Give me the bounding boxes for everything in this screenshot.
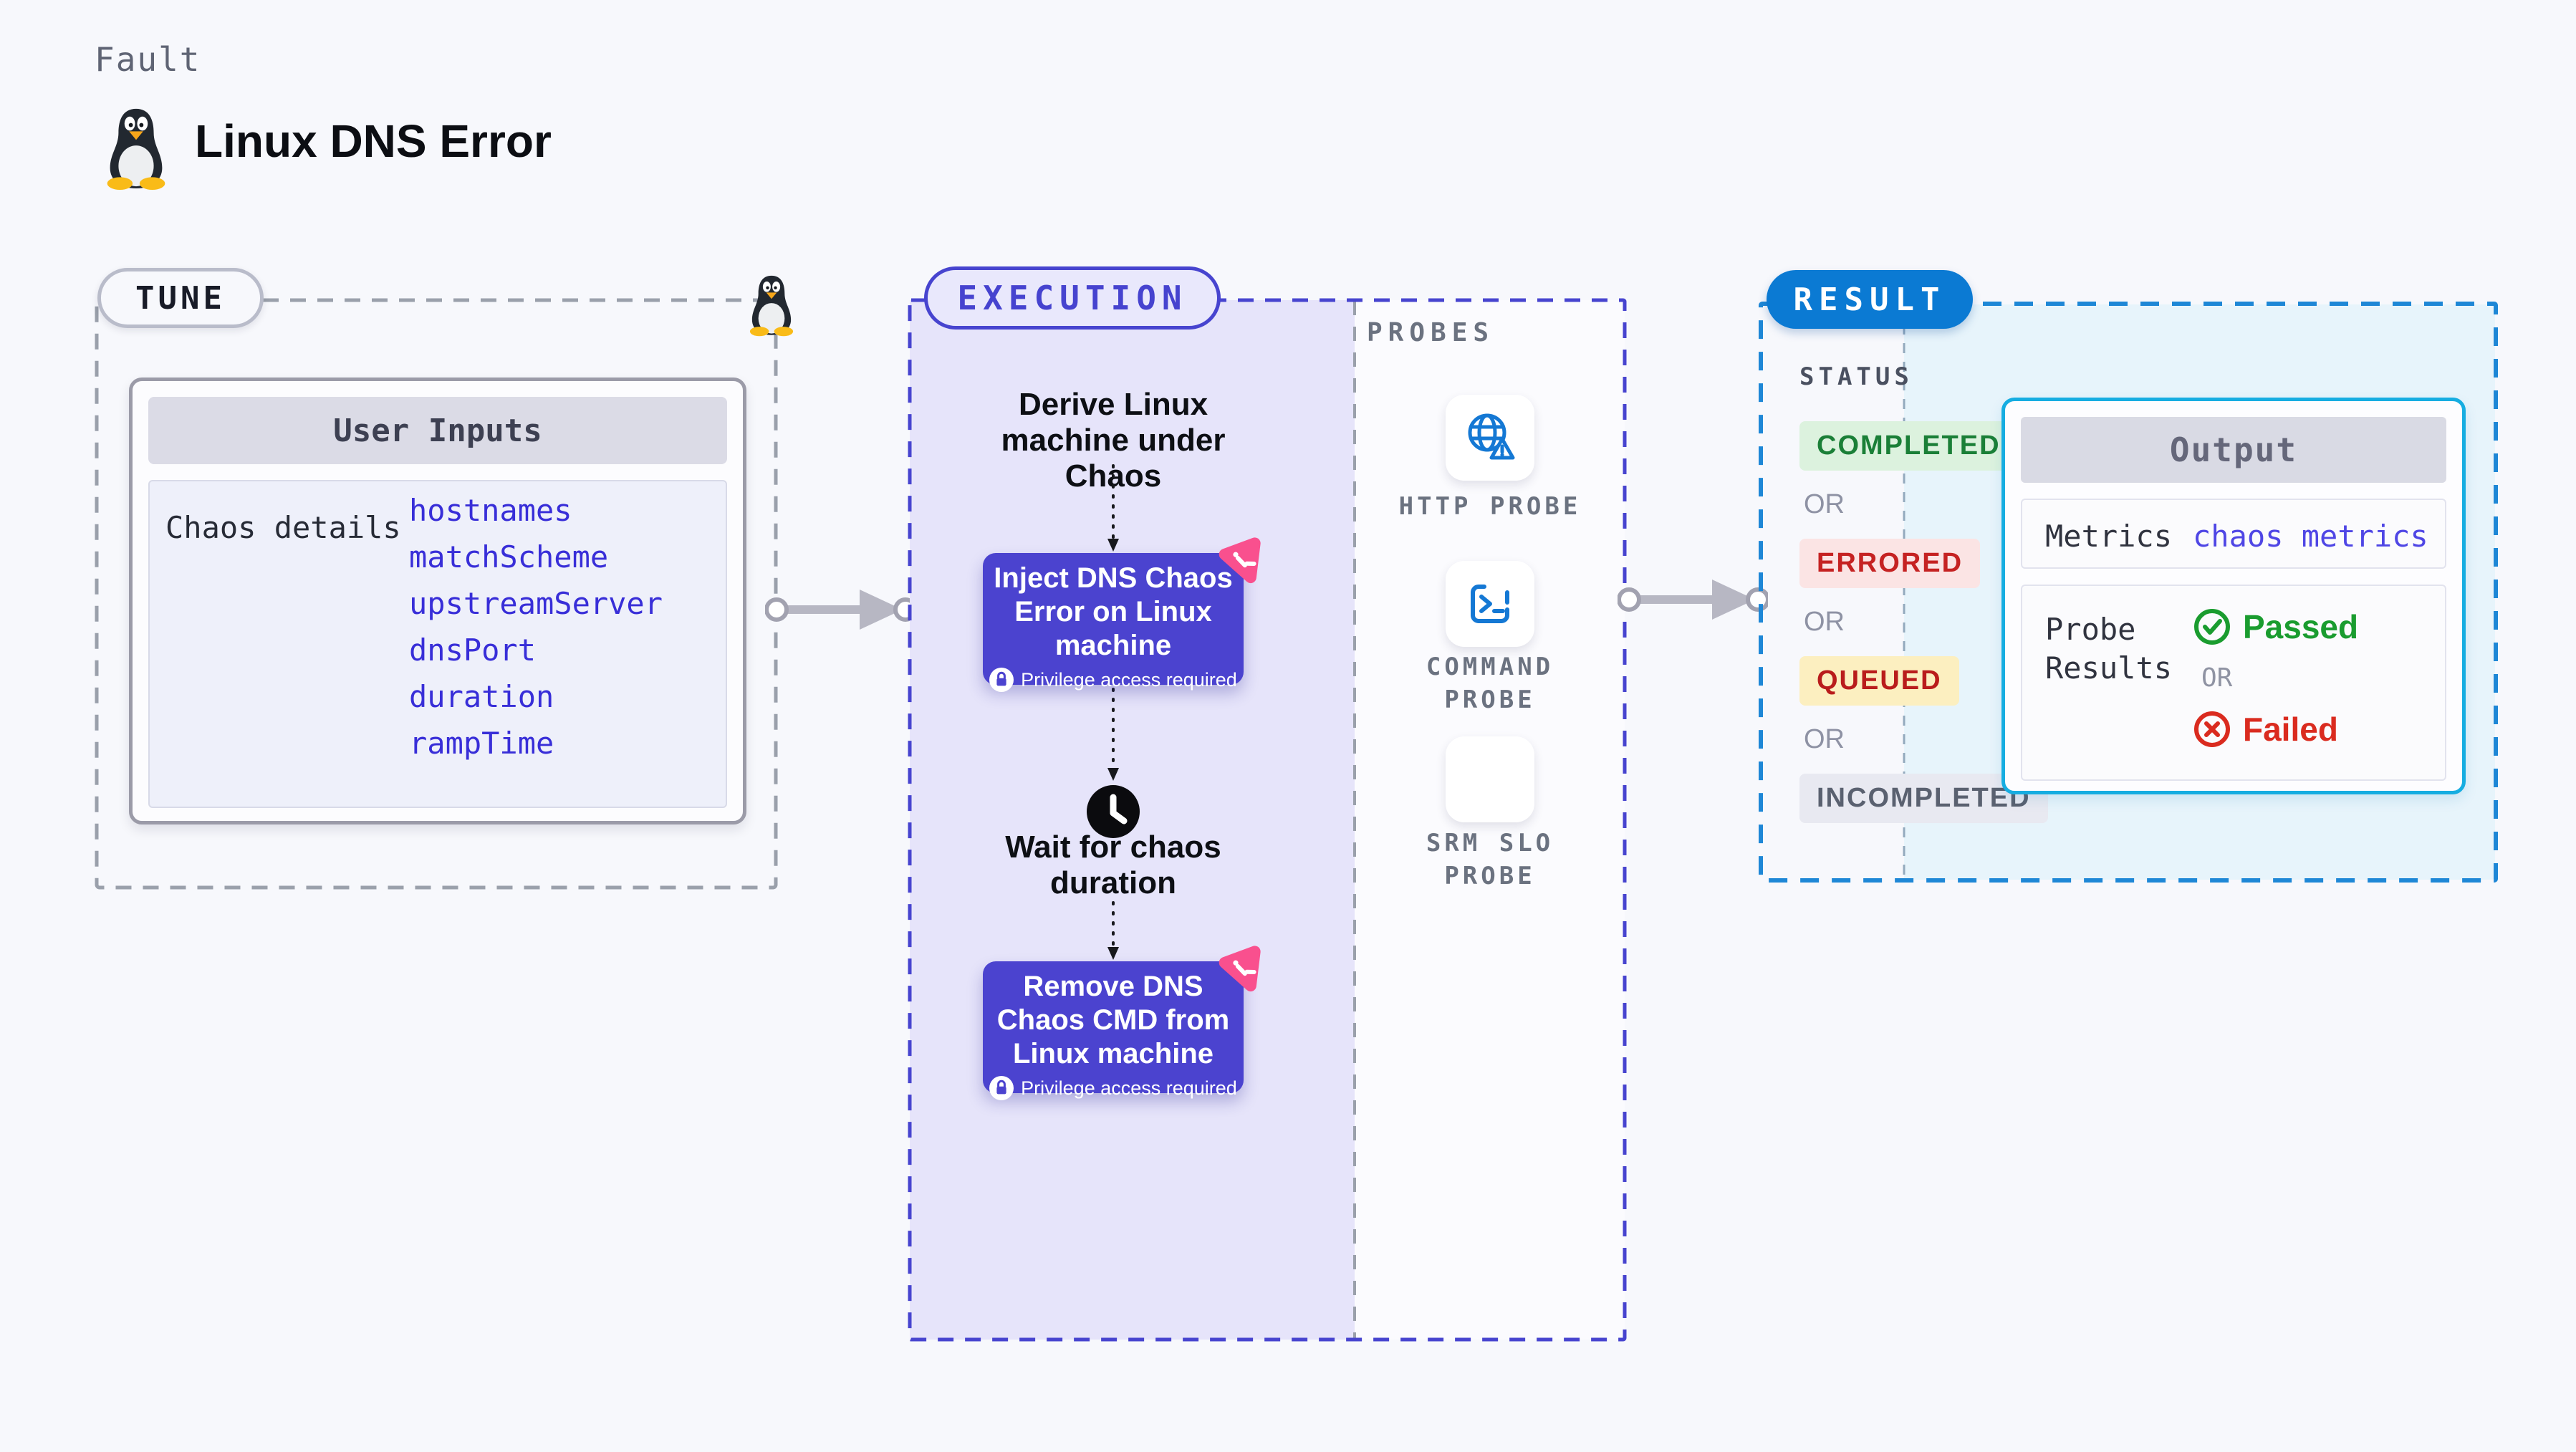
privilege-note: Privilege access required: [1021, 668, 1237, 691]
tune-to-execution-arrow: [765, 581, 915, 638]
metrics-label: Metrics: [2045, 519, 2173, 554]
chaos-badge-icon: [1215, 944, 1268, 997]
execution-section-label: EXECUTION: [924, 266, 1221, 330]
donut-check-icon: [1463, 752, 1517, 807]
tune-section-label: TUNE: [97, 268, 264, 328]
or-label: OR: [1804, 489, 1845, 519]
passed-label: Passed: [2243, 608, 2359, 645]
user-inputs-header: User Inputs: [148, 397, 727, 464]
globe-warning-icon: [1463, 410, 1517, 465]
output-header: Output: [2021, 417, 2446, 483]
chaos-badge-icon: [1215, 536, 1268, 589]
command-probe-label: COMMAND PROBE: [1426, 653, 1554, 714]
inject-chaos-node: Inject DNS Chaos Error on Linux machine …: [983, 553, 1244, 692]
failed-x-icon: [2193, 710, 2231, 749]
failed-label: Failed: [2243, 711, 2338, 748]
remove-chaos-title: Remove DNS Chaos CMD from Linux machine: [996, 971, 1230, 1069]
param-hostnames: hostnames: [409, 493, 572, 528]
command-probe-card: [1446, 561, 1534, 647]
flow-dotted-arrow: [1107, 464, 1119, 552]
page-title: Linux DNS Error: [195, 115, 552, 167]
param-upstreamserver: upstreamServer: [409, 586, 663, 621]
param-dnsport: dnsPort: [409, 633, 537, 668]
status-column: STATUS COMPLETED OR ERRORED OR QUEUED OR…: [1799, 362, 2048, 823]
flow-dotted-arrow: [1107, 688, 1119, 781]
remove-chaos-node: Remove DNS Chaos CMD from Linux machine …: [983, 961, 1244, 1100]
execution-to-result-arrow: [1618, 571, 1768, 628]
param-ramptime: rampTime: [409, 726, 554, 761]
fault-kicker: Fault: [95, 40, 201, 79]
lock-icon: [989, 1076, 1014, 1100]
srm-slo-probe-label: SRM SLO PROBE: [1426, 829, 1554, 890]
metrics-row: Metrics chaos metrics: [2021, 499, 2446, 569]
linux-tux-icon-small: [745, 274, 798, 337]
srm-slo-probe-card: [1446, 736, 1534, 822]
lock-icon: [989, 668, 1014, 692]
http-probe-card: [1446, 395, 1534, 481]
derive-step-text: Derive Linux machine under Chaos: [1001, 387, 1226, 494]
or-label: OR: [1804, 724, 1845, 754]
passed-check-icon: [2193, 607, 2231, 646]
or-label: OR: [1804, 607, 1845, 637]
privilege-note: Privilege access required: [1021, 1077, 1237, 1099]
linux-tux-icon: [100, 106, 172, 191]
metrics-value: chaos metrics: [2193, 519, 2428, 554]
status-badge-completed: COMPLETED: [1799, 421, 2018, 471]
inject-chaos-title: Inject DNS Chaos Error on Linux machine: [994, 562, 1233, 661]
terminal-icon: [1463, 577, 1517, 631]
param-matchscheme: matchScheme: [409, 539, 609, 574]
probes-section-label: PROBES: [1367, 318, 1495, 347]
tune-dashed-box: [95, 298, 778, 890]
chaos-details-label: Chaos details: [165, 510, 401, 545]
status-badge-queued: QUEUED: [1799, 656, 1959, 706]
probe-results-row: Probe Results Passed OR Failed: [2021, 585, 2446, 781]
or-label: OR: [2201, 663, 2233, 693]
status-label: STATUS: [1799, 362, 1913, 391]
flow-dotted-arrow: [1107, 901, 1119, 960]
probe-results-label: Probe Results: [2045, 612, 2173, 686]
result-section-label: RESULT: [1767, 270, 1973, 329]
status-badge-errored: ERRORED: [1799, 539, 1981, 588]
output-card: Output Metrics chaos metrics Probe Resul…: [2001, 398, 2466, 794]
param-duration: duration: [409, 679, 554, 714]
user-inputs-card: User Inputs Chaos details hostnames matc…: [129, 378, 746, 824]
wait-step-text: Wait for chaos duration: [1005, 830, 1221, 900]
http-probe-label: HTTP PROBE: [1398, 492, 1582, 521]
clock-icon: [1087, 785, 1140, 838]
chaos-details-row: Chaos details hostnames matchScheme upst…: [148, 480, 727, 808]
